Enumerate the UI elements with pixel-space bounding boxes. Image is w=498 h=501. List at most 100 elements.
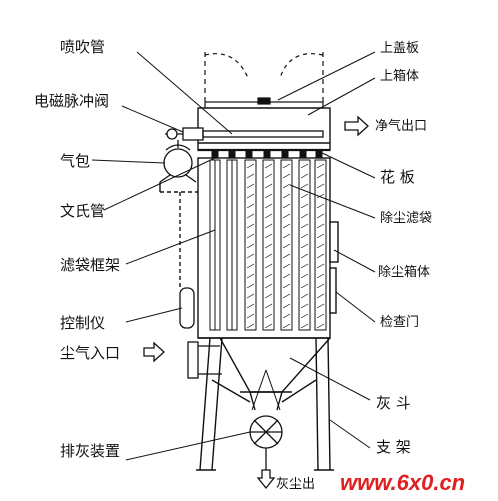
- bag-hatch-line: [264, 263, 273, 269]
- label-dust-box: 除尘箱体: [378, 264, 430, 280]
- bag-hatch-line: [316, 203, 325, 209]
- bag-hatch-line: [282, 273, 291, 279]
- bag-hatch-line: [300, 173, 309, 179]
- bag-hatch-line: [300, 183, 309, 189]
- bag-hatch-line: [246, 183, 255, 189]
- bag-hatch-line: [316, 183, 325, 189]
- label-inspection-door: 检查门: [380, 315, 419, 330]
- bag-hatch-line: [264, 173, 273, 179]
- bag-hatch-line: [264, 293, 273, 299]
- bag-hatch-line: [316, 313, 325, 319]
- bag-hatch-line: [282, 163, 291, 169]
- bag-hatch-line: [316, 323, 325, 329]
- bag-hatch-line: [316, 263, 325, 269]
- bag-hatch-line: [264, 183, 273, 189]
- bag-hatch-line: [282, 173, 291, 179]
- bag-hatch-line: [246, 203, 255, 209]
- controller-box: [179, 287, 195, 329]
- bag-hatch-line: [300, 193, 309, 199]
- bag-hatch-line: [300, 263, 309, 269]
- bag-hatch-line: [282, 323, 291, 329]
- bag-hatch-line: [300, 223, 309, 229]
- bag-hatch-line: [316, 243, 325, 249]
- bag-hatch-line: [246, 293, 255, 299]
- bag-hatch-line: [300, 243, 309, 249]
- bag-hatch-line: [282, 263, 291, 269]
- bag-hatch-line: [316, 293, 325, 299]
- label-dust-inlet: 尘气入口: [60, 344, 120, 362]
- bag-hatch-line: [282, 203, 291, 209]
- bag-hatch-line: [264, 243, 273, 249]
- bag-hatch-line: [264, 283, 273, 289]
- bag-hatch-line: [316, 283, 325, 289]
- bag-hatch-line: [300, 283, 309, 289]
- label-tube-sheet: 花 板: [380, 168, 415, 186]
- bag-hatch-line: [300, 293, 309, 299]
- label-air-bag: 气包: [60, 152, 90, 170]
- bag-hatch-line: [300, 203, 309, 209]
- bag-hatch-line: [246, 233, 255, 239]
- bag-hatch-line: [246, 193, 255, 199]
- bag-hatch-line: [316, 273, 325, 279]
- bag-hatch-line: [246, 213, 255, 219]
- bag-hatch-line: [264, 273, 273, 279]
- bag-hatch-line: [264, 213, 273, 219]
- bag-hatch-line: [300, 253, 309, 259]
- dust-inlet-flange: [187, 341, 222, 379]
- bag-hatch-line: [316, 213, 325, 219]
- bag-hatch-line: [246, 323, 255, 329]
- bag-hatch-line: [282, 213, 291, 219]
- bag-hatch-line: [300, 313, 309, 319]
- bag-hatch-line: [264, 253, 273, 259]
- bag-hatch-line: [282, 303, 291, 309]
- bag-hatch-line: [316, 233, 325, 239]
- label-controller: 控制仪: [60, 314, 105, 332]
- label-bag-cage: 滤袋框架: [60, 256, 120, 274]
- bag-hatch-line: [300, 323, 309, 329]
- bag-hatch-line: [282, 253, 291, 259]
- bag-hatch-line: [264, 163, 273, 169]
- label-venturi: 文氏管: [60, 202, 105, 220]
- venturi-row: [211, 149, 323, 159]
- bag-hatch-line: [300, 273, 309, 279]
- bag-hatch-line: [316, 253, 325, 259]
- bag-hatch-line: [264, 313, 273, 319]
- bag-hatch-line: [300, 163, 309, 169]
- label-ash-outlet: 灰尘出: [276, 477, 315, 492]
- bag-hatch-line: [282, 223, 291, 229]
- bag-hatch-line: [282, 313, 291, 319]
- ash-discharge-valve: [249, 415, 283, 470]
- label-support: 支 架: [376, 438, 411, 456]
- spray-pipe-assembly: [159, 127, 324, 183]
- bag-cages: [209, 159, 238, 331]
- bag-hatch-line: [300, 233, 309, 239]
- bag-hatch-line: [282, 193, 291, 199]
- bag-hatch-line: [246, 253, 255, 259]
- label-spray-pipe: 喷吹管: [60, 38, 105, 56]
- bag-hatch-line: [282, 283, 291, 289]
- bag-hatch-line: [246, 303, 255, 309]
- bag-hatch-line: [264, 323, 273, 329]
- label-top-cover: 上盖板: [380, 41, 419, 56]
- bag-hatch-line: [246, 223, 255, 229]
- bag-hatch-line: [246, 313, 255, 319]
- bag-hatch-line: [246, 243, 255, 249]
- bag-hatch-line: [282, 243, 291, 249]
- label-ash-hopper: 灰 斗: [376, 394, 411, 412]
- bag-hatch-line: [316, 193, 325, 199]
- bag-hatch-line: [246, 273, 255, 279]
- leader-lines: [91, 51, 376, 461]
- watermark-text: www.6x0.cn: [340, 470, 465, 495]
- label-filter-bag: 除尘滤袋: [380, 211, 432, 226]
- ash-hopper: [198, 337, 331, 411]
- bag-hatching: [246, 163, 325, 329]
- bag-hatch-line: [264, 193, 273, 199]
- bag-hatch-line: [264, 233, 273, 239]
- bag-hatch-line: [264, 203, 273, 209]
- bag-hatch-line: [316, 303, 325, 309]
- bag-hatch-line: [300, 303, 309, 309]
- label-upper-box: 上箱体: [380, 68, 419, 84]
- label-ash-discharge: 排灰装置: [60, 442, 120, 460]
- bag-hatch-line: [316, 173, 325, 179]
